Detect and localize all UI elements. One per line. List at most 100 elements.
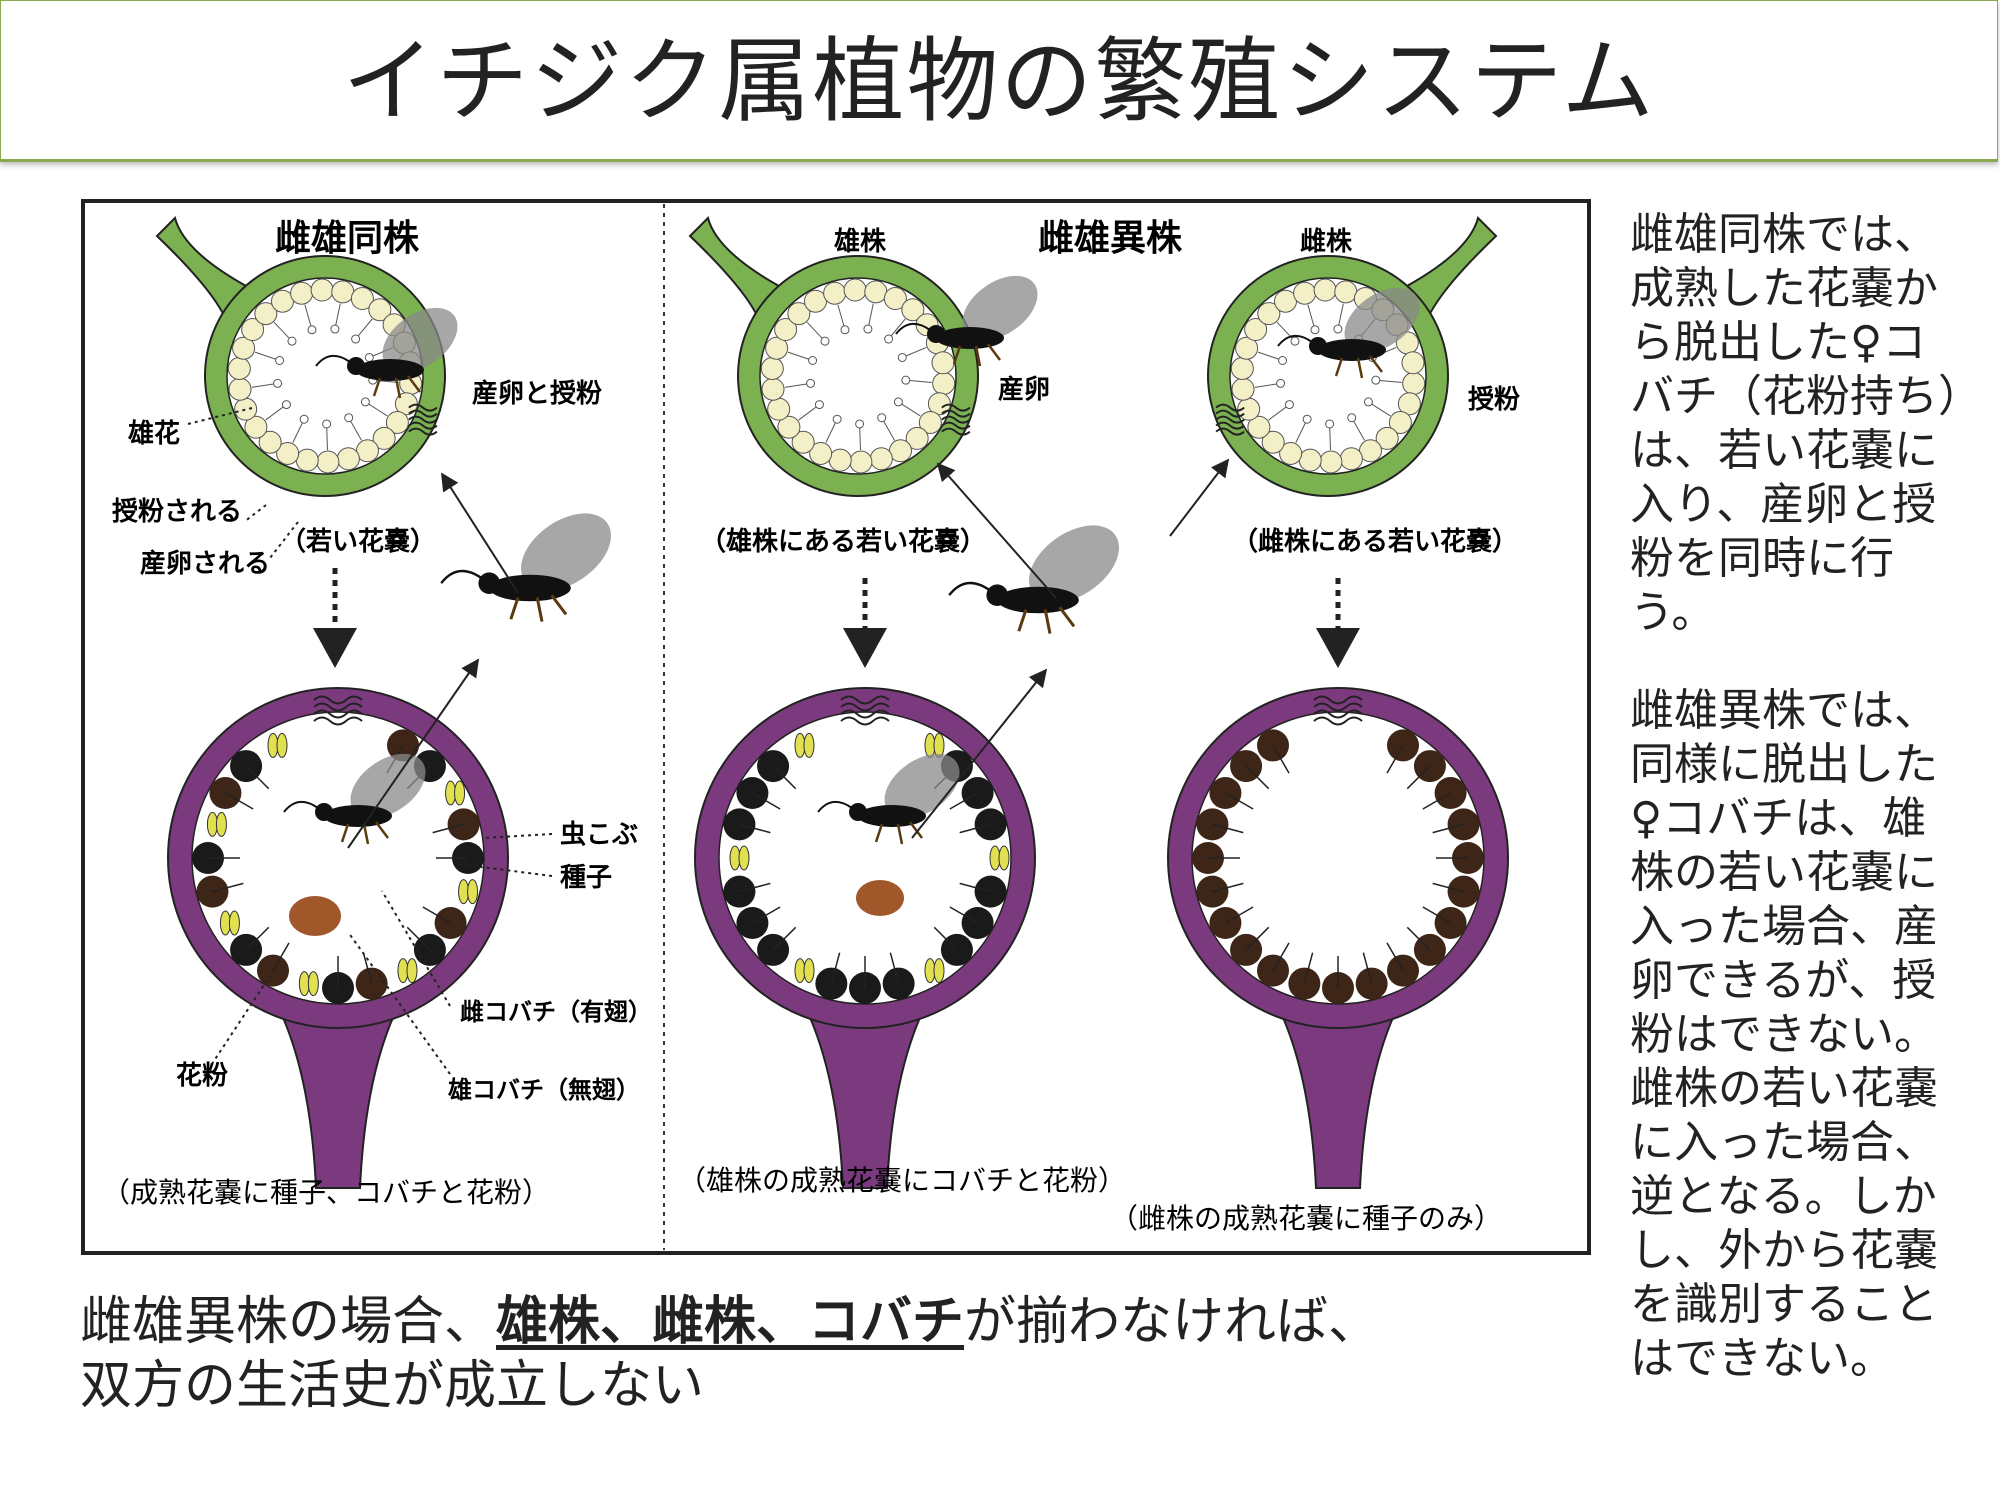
- flower: [843, 278, 867, 302]
- style: [1362, 952, 1373, 984]
- ostiole-scale: [1215, 427, 1245, 436]
- ostiole-scale: [408, 427, 438, 436]
- stigma: [1347, 413, 1357, 423]
- flower: [350, 287, 374, 311]
- flower: [295, 448, 319, 472]
- ostiole-scale: [1215, 415, 1245, 424]
- stigma: [1371, 375, 1381, 385]
- flower: [777, 415, 801, 439]
- label-female-wasp: 雌コバチ（有翅）: [460, 998, 652, 1026]
- flower: [336, 447, 360, 471]
- body: [858, 805, 926, 827]
- stigma: [330, 324, 340, 334]
- flower: [1230, 357, 1254, 381]
- ostiole-scale: [313, 702, 363, 712]
- flower: [1247, 415, 1271, 439]
- stigma: [322, 419, 332, 429]
- flower: [1298, 448, 1322, 472]
- flower: [1388, 410, 1412, 434]
- flower: [1231, 377, 1255, 401]
- stigma: [1302, 414, 1312, 424]
- stigma: [1363, 397, 1373, 407]
- flower: [276, 441, 300, 465]
- label-male-flower: 雄花: [127, 419, 180, 449]
- flower: [901, 298, 925, 322]
- body: [489, 574, 571, 602]
- pollen-flower: [803, 732, 815, 758]
- pollen-flower: [998, 845, 1010, 871]
- ostiole-scale: [941, 427, 971, 436]
- stigma: [814, 400, 824, 410]
- stigma: [1276, 378, 1286, 388]
- style: [830, 952, 841, 984]
- stigma: [299, 414, 309, 424]
- style: [949, 906, 978, 924]
- conclusion-post: が揃わなければ、: [964, 1292, 1381, 1352]
- head: [849, 803, 867, 821]
- flower: [932, 371, 956, 395]
- flower: [1334, 280, 1358, 304]
- flower: [883, 287, 907, 311]
- legs: [1334, 355, 1383, 379]
- stalk: [793, 987, 937, 1189]
- style: [432, 823, 464, 834]
- style: [1245, 926, 1270, 951]
- diagram: 雌雄同株 雌雄異株 雄株 雌株 産卵と授粉 雄花: [80, 198, 1592, 1258]
- style: [933, 926, 958, 951]
- flower: [809, 441, 833, 465]
- stigma: [287, 336, 297, 346]
- style: [739, 882, 771, 893]
- flower: [331, 280, 355, 304]
- label-oviposit: 産卵: [998, 374, 1050, 405]
- diagram-frame: [81, 199, 1591, 1255]
- style: [1212, 823, 1244, 834]
- flower: [368, 298, 392, 322]
- flower: [905, 426, 929, 450]
- ostiole-scale: [941, 415, 971, 424]
- pollen-flower: [454, 780, 466, 806]
- mature-syconium-female: [1167, 687, 1509, 1189]
- legs: [952, 343, 1001, 367]
- style: [1406, 926, 1431, 951]
- stigma: [863, 324, 873, 334]
- flower: [864, 280, 888, 304]
- style: [1272, 745, 1290, 774]
- conclusion-emphasis: 雄株、雌株、コバチ: [496, 1292, 965, 1352]
- style: [245, 926, 270, 951]
- flower: [227, 357, 251, 381]
- stigma: [1310, 325, 1320, 335]
- style: [772, 765, 797, 790]
- wing: [350, 753, 426, 819]
- ostiole-scale: [313, 695, 363, 705]
- style: [362, 952, 373, 984]
- legs: [1017, 606, 1076, 634]
- female-wasp-flying-dio: [948, 525, 1119, 634]
- pollen-flower: [933, 958, 945, 984]
- side-explanation: 雌雄同株では、成熟した花嚢から脱出した♀コバチ（花粉持ち）は、若い花嚢に入り、産…: [1630, 208, 1970, 1430]
- conclusion-line-2: 双方の生活史が成立しない: [80, 1356, 705, 1416]
- syconium-cavity: [226, 277, 424, 475]
- ostiole-scale: [1313, 702, 1363, 712]
- flower: [1339, 447, 1363, 471]
- ostiole-scale: [1215, 421, 1245, 430]
- stalk: [1266, 987, 1410, 1189]
- body: [356, 359, 424, 381]
- style: [225, 792, 254, 810]
- head: [1309, 337, 1327, 355]
- pollen-flower: [406, 958, 418, 984]
- head: [986, 584, 1008, 606]
- label-oviposited: 産卵される: [140, 548, 270, 579]
- stigma: [273, 378, 283, 388]
- style: [212, 882, 244, 893]
- flower: [1375, 426, 1399, 450]
- stigma: [897, 352, 907, 362]
- wing: [1344, 287, 1420, 353]
- pollen-flower: [933, 732, 945, 758]
- stigma: [281, 400, 291, 410]
- flower: [234, 397, 258, 421]
- conclusion-line-1: 雌雄異株の場合、雄株、雌株、コバチが揃わなければ、: [80, 1290, 1560, 1354]
- male-plant-label: 雄株: [833, 227, 887, 257]
- style: [739, 823, 771, 834]
- mono-title: 雌雄同株: [275, 218, 420, 259]
- label-young-male: （雄株にある若い花嚢）: [700, 527, 986, 557]
